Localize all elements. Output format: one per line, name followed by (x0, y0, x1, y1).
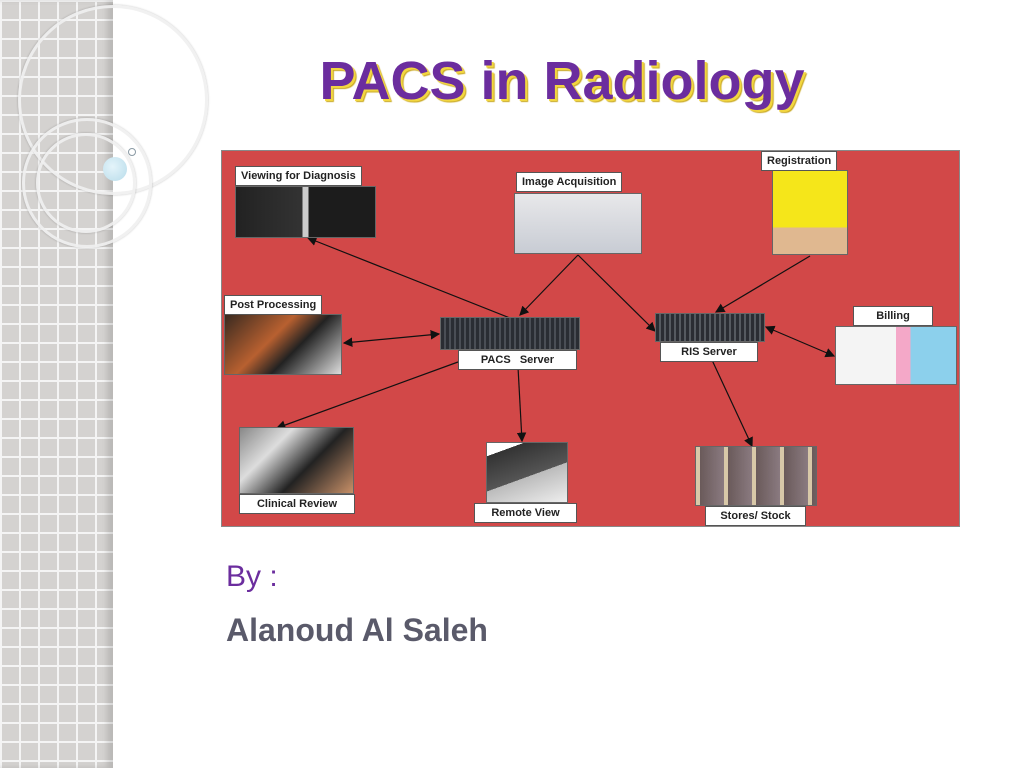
arrow-ris-to-stores (711, 359, 753, 448)
node-viewing-for-diagnosis: Viewing for Diagnosis (235, 166, 362, 186)
node-image-acquisition: Image Acquisition (516, 172, 623, 192)
ris-server-image (655, 313, 765, 342)
decorative-bubble (103, 157, 127, 181)
clinical-review-image (239, 427, 354, 494)
viewing-image (235, 186, 376, 238)
by-label: By : (226, 560, 278, 593)
image-acquisition-image (514, 193, 642, 254)
node-clinical-review: Clinical Review (239, 494, 355, 514)
stores-image (695, 446, 817, 506)
node-remote-view: Remote View (474, 503, 577, 523)
node-billing: Billing (853, 306, 933, 326)
remote-view-image (486, 442, 568, 503)
arrow-registration-to-ris (714, 255, 811, 313)
node-post-processing: Post Processing (224, 295, 323, 315)
node-registration: Registration (761, 151, 838, 171)
pacs-server-image (440, 317, 580, 350)
registration-image (772, 170, 848, 255)
post-processing-image (224, 314, 342, 375)
node-ris-server: RIS Server (660, 342, 758, 362)
billing-image (835, 326, 957, 385)
arrow-pacs-to-clinical (275, 361, 459, 430)
decorative-sidebar (0, 0, 208, 768)
arrow-acquisition-to-pacs (519, 254, 579, 316)
node-stores-stock: Stores/ Stock (705, 506, 806, 526)
arrow-post-processing-pacs (342, 330, 441, 347)
node-pacs-server: PACS Server (458, 350, 577, 370)
author-name: Alanoud Al Saleh (226, 612, 488, 648)
arrow-pacs-to-viewing (306, 236, 511, 319)
slide-title: PACS in Radiology (319, 51, 805, 111)
arrow-acquisition-to-ris (577, 254, 656, 332)
decorative-ring (36, 133, 136, 233)
decorative-dot (128, 148, 136, 156)
arrow-pacs-to-remote (516, 366, 527, 443)
arrow-ris-billing (764, 325, 836, 358)
decorative-ring (22, 118, 152, 248)
